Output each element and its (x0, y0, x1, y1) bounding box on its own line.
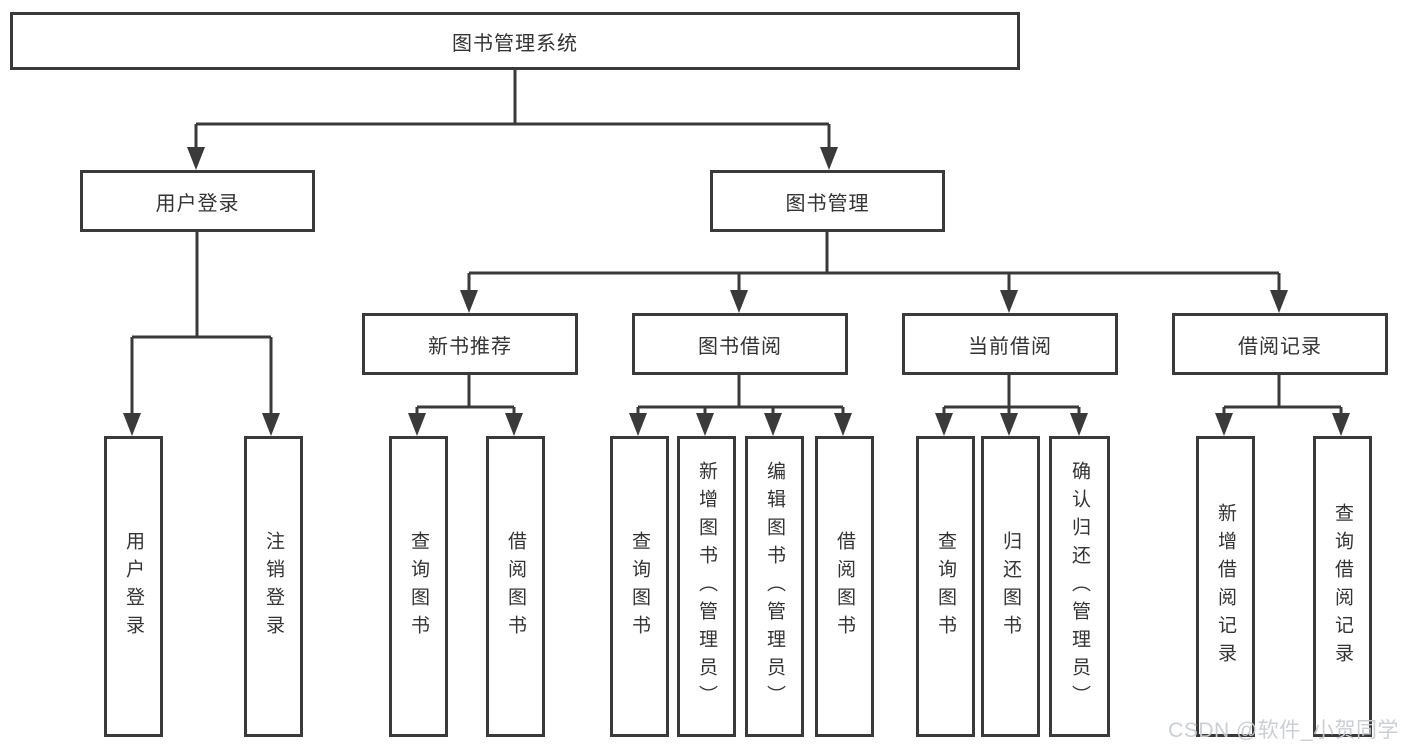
leaf-label: 查询图书 (408, 530, 429, 643)
leaf-label: 用户登录 (123, 530, 144, 643)
leaf-label: 新增借阅记录 (1215, 502, 1236, 671)
leaf-query-books: 查询图书 (916, 436, 975, 737)
leaf-query-borrow-record: 查询借阅记录 (1313, 436, 1372, 737)
leaf-query-books: 查询图书 (610, 436, 669, 737)
node-label: 当前借阅 (968, 335, 1052, 358)
node-library-management-system: 图书管理系统 (10, 12, 1020, 70)
leaf-label: 查询图书 (935, 530, 956, 643)
leaf-label: 借阅图书 (834, 530, 855, 643)
node-label: 图书管理系统 (452, 32, 578, 55)
node-label: 图书借阅 (698, 335, 782, 358)
leaf-label: 归还图书 (1000, 530, 1021, 643)
node-user-login-branch: 用户登录 (80, 170, 315, 232)
leaf-return-books: 归还图书 (981, 436, 1040, 737)
leaf-add-books-admin: 新增图书（管理员） (677, 436, 736, 737)
leaf-edit-books-admin: 编辑图书（管理员） (745, 436, 804, 737)
leaf-label: 查询借阅记录 (1332, 502, 1353, 671)
node-borrowing-records: 借阅记录 (1172, 313, 1388, 375)
leaf-label: 注销登录 (263, 530, 284, 643)
node-book-management-branch: 图书管理 (710, 170, 945, 232)
leaf-logout: 注销登录 (244, 436, 303, 737)
leaf-label: 确认归还（管理员） (1069, 460, 1090, 713)
leaf-confirm-return-admin: 确认归还（管理员） (1049, 436, 1110, 737)
csdn-watermark: CSDN @软件_小贺同学 (1168, 719, 1399, 742)
leaf-label: 查询图书 (629, 530, 650, 643)
node-label: 图书管理 (785, 192, 870, 215)
leaf-add-borrow-record: 新增借阅记录 (1196, 436, 1255, 737)
leaf-borrow-books: 借阅图书 (815, 436, 874, 737)
node-label: 新书推荐 (428, 335, 512, 358)
leaf-borrow-books: 借阅图书 (486, 436, 545, 737)
leaf-label: 借阅图书 (505, 530, 526, 643)
leaf-label: 编辑图书（管理员） (764, 460, 785, 713)
leaf-label: 新增图书（管理员） (696, 460, 717, 713)
node-new-book-recommendation: 新书推荐 (362, 313, 578, 375)
node-label: 借阅记录 (1238, 335, 1322, 358)
leaf-user-login: 用户登录 (104, 436, 163, 737)
node-label: 用户登录 (155, 192, 240, 215)
leaf-query-books: 查询图书 (389, 436, 448, 737)
node-book-borrowing: 图书借阅 (632, 313, 848, 375)
node-current-borrowing: 当前借阅 (902, 313, 1118, 375)
